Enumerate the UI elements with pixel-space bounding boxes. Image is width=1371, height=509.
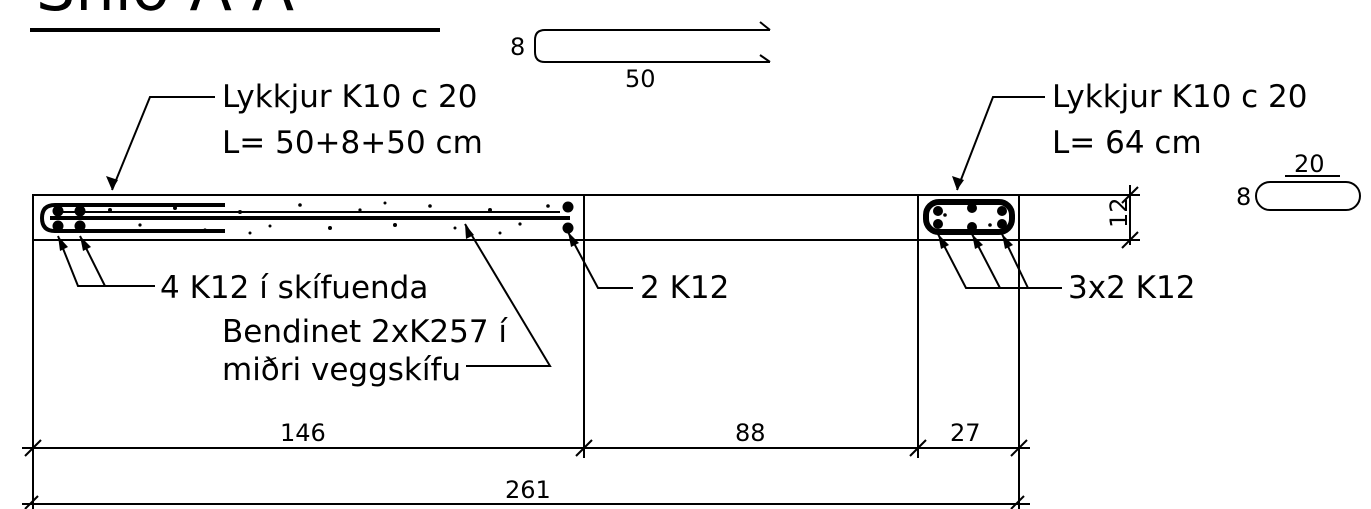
- thickness-dimension: 12: [1105, 185, 1139, 249]
- left-loops-label-2: L= 50+8+50 cm: [222, 125, 483, 161]
- right-loops-label-2: L= 64 cm: [1052, 125, 1202, 161]
- callout-left-loops: Lykkjur K10 c 20 L= 50+8+50 cm: [106, 79, 483, 191]
- section-title: Snið A-A: [30, 0, 440, 32]
- mid-bars-label: 2 K12: [640, 270, 729, 306]
- callout-right-loops: Lykkjur K10 c 20 L= 64 cm: [952, 79, 1308, 191]
- mesh-label-2: miðri veggskífu: [222, 352, 461, 388]
- column-bars-label: 3x2 K12: [1068, 270, 1195, 306]
- left-loops-label-1: Lykkjur K10 c 20: [222, 79, 478, 115]
- column-loop-rebar: [923, 199, 1015, 235]
- dimension-261: 261: [505, 476, 551, 504]
- end-bars-label: 4 K12 í skífuenda: [160, 270, 428, 306]
- dimension-27: 27: [950, 419, 981, 447]
- closed-loop-width-label: 20: [1294, 150, 1325, 178]
- wall-loop-rebar: [39, 201, 574, 234]
- callout-end-bars: 4 K12 í skífuenda: [57, 235, 428, 306]
- mesh-label-1: Bendinet 2xK257 í: [222, 314, 508, 350]
- wall-section: [32, 194, 1140, 241]
- section-title-text: Snið A-A: [36, 0, 294, 25]
- callout-column-bars: 3x2 K12: [937, 233, 1195, 306]
- u-bar-length-label: 50: [625, 65, 656, 93]
- callout-mid-bars: 2 K12: [567, 231, 729, 306]
- wall-outline: [32, 194, 585, 241]
- dimension-chain: 146 88 27 261: [22, 240, 1030, 509]
- right-loops-label-1: Lykkjur K10 c 20: [1052, 79, 1308, 115]
- callout-mesh: Bendinet 2xK257 í miðri veggskífu: [222, 223, 552, 388]
- thickness-label: 12: [1105, 197, 1133, 228]
- closed-loop-shape: 8 20: [1236, 150, 1361, 211]
- dimension-146: 146: [280, 419, 326, 447]
- closed-loop-height-label: 8: [1236, 183, 1251, 211]
- dimension-88: 88: [735, 419, 766, 447]
- u-bar-shape: 8 50: [510, 21, 771, 93]
- column-outline: [917, 194, 1020, 241]
- u-bar-height-label: 8: [510, 33, 525, 61]
